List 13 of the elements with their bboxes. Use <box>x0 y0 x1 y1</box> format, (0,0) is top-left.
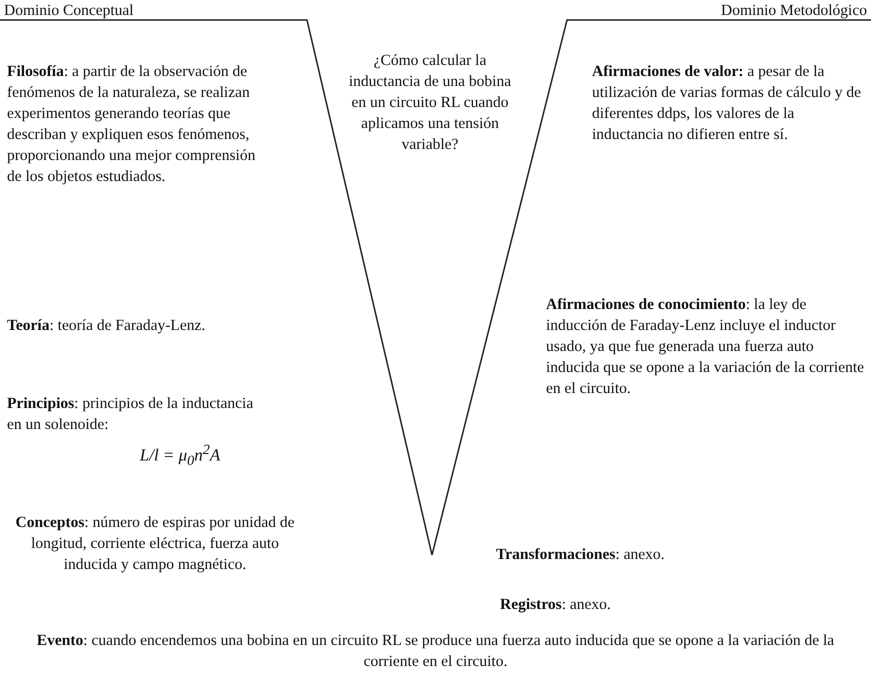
knowledge-claims-text: Afirmaciones de conocimiento: la ley de inducción de Faraday-Lenz incluye el inductor usado, ya que fue generada una fuerza auto inducida que se opone a la variación de la corriente en el circuito. <box>546 295 866 399</box>
principles-text: Principios: principios de la inductancia en un solenoide: <box>7 394 254 435</box>
domain-heading: Dominio Conceptual <box>4 1 135 21</box>
concepts-text: Conceptos: número de espiras por unidad de longitud, corriente eléctrica, fuerza auto inducida y campo magnético. <box>14 513 296 575</box>
event-text: Evento: cuando encendemos una bobina en un circuito RL se produce una fuerza auto inducida que se opone a la variación de la corriente en el circuito. <box>36 631 836 672</box>
domain-heading: Dominio Metodológico <box>720 1 867 21</box>
focus-question: ¿Cómo calcular la inductancia de una bobina en un circuito RL cuando aplicamos una tensión variable? <box>348 51 512 155</box>
transformations-text: Transformaciones: anexo. <box>496 545 666 565</box>
theory-text: Teoría: teoría de Faraday-Lenz. <box>7 316 206 336</box>
records-text: Registros: anexo. <box>500 595 612 615</box>
formula: L/l = μ$_{0}$n$^{2}$A <box>138 441 222 472</box>
value-claims-text: Afirmaciones de valor: a pesar de la utilización de varias formas de cálculo y de diferentes ddps, los valores de la inductancia no difieren entre sí. <box>592 62 862 145</box>
philosophy-text: Filosofía: a partir de la observación de fenómenos de la naturaleza, se realizan experimentos generando teorías que describan y expliquen esos fenómenos, proporcionando una mejor comprensión de los objetos estudiados. <box>7 62 256 187</box>
